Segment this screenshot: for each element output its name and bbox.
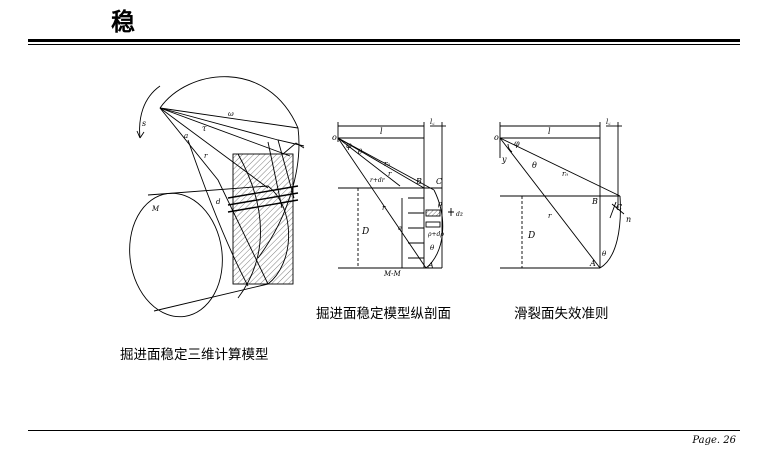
label-l: l xyxy=(548,127,551,136)
label-theta: θ xyxy=(532,161,537,170)
label-omega: ω xyxy=(228,110,234,118)
slip-curve-2 xyxy=(599,195,621,269)
label-lc: l꜀ xyxy=(430,118,435,126)
label-r0: r₀ xyxy=(562,170,568,178)
label-r: r xyxy=(548,212,552,220)
header-rule-thick xyxy=(28,39,740,42)
label-b: B xyxy=(415,177,422,186)
label-theta2: θ xyxy=(602,250,607,258)
label-b: B xyxy=(591,197,598,206)
header-rule-thin xyxy=(28,44,740,45)
label-c: C xyxy=(436,177,442,186)
caption-slip: 滑裂面失效准则 xyxy=(514,306,609,322)
cylinder-front-face xyxy=(129,192,223,318)
rotation-arrow xyxy=(139,85,161,139)
label-theta: θ xyxy=(358,148,363,156)
label-l: l xyxy=(380,127,383,136)
label-a: A xyxy=(589,259,596,268)
page-number: Page. 26 xyxy=(692,435,736,446)
caption-longitudinal: 掘进面稳定模型纵剖面 xyxy=(316,306,451,322)
label-phi: φ xyxy=(346,141,352,150)
label-sigma: σ xyxy=(398,225,403,232)
label-c: C xyxy=(616,203,622,212)
slip-curve xyxy=(425,189,444,269)
label-y: y xyxy=(501,155,507,164)
label-d: D xyxy=(527,231,535,241)
label-tau: τ xyxy=(202,124,207,133)
three-d-model-figure: M s τ d ω a r xyxy=(129,76,305,318)
label-theta2: θ xyxy=(430,244,435,252)
caption-three-d: 掘进面稳定三维计算模型 xyxy=(120,347,269,363)
label-phi: φ xyxy=(514,139,520,148)
footer-rule xyxy=(28,430,740,431)
label-s: s xyxy=(142,119,146,128)
label-a: a xyxy=(184,132,188,140)
label-a: A xyxy=(427,261,434,270)
slip-surface-figure: o y φ θ l l꜀ r₀ r B C A D n θ xyxy=(494,118,631,269)
label-n: n xyxy=(626,215,631,224)
label-dz: dz xyxy=(456,211,464,218)
label-o: o xyxy=(332,133,337,142)
label-rdr: r+dr xyxy=(370,177,386,184)
label-r-lower: r xyxy=(382,204,386,212)
label-o: o xyxy=(494,133,499,142)
label-rhodrho: ρ+dρ xyxy=(427,231,444,238)
longitudinal-section-figure: o φ θ l l꜀ r₀ r r+dr B C A D r M-M ρ dz … xyxy=(332,118,464,278)
label-m: M xyxy=(151,205,160,213)
label-d: D xyxy=(361,227,369,237)
label-r0: r₀ xyxy=(384,160,390,168)
label-rho: ρ xyxy=(437,200,443,208)
label-r: r xyxy=(388,170,392,178)
label-lc: l꜀ xyxy=(606,118,611,126)
label-mm: M-M xyxy=(383,270,402,278)
slide-title: 稳 xyxy=(111,8,136,36)
label-d: d xyxy=(216,198,221,206)
label-r: r xyxy=(204,152,208,160)
hatched-block xyxy=(232,153,294,285)
